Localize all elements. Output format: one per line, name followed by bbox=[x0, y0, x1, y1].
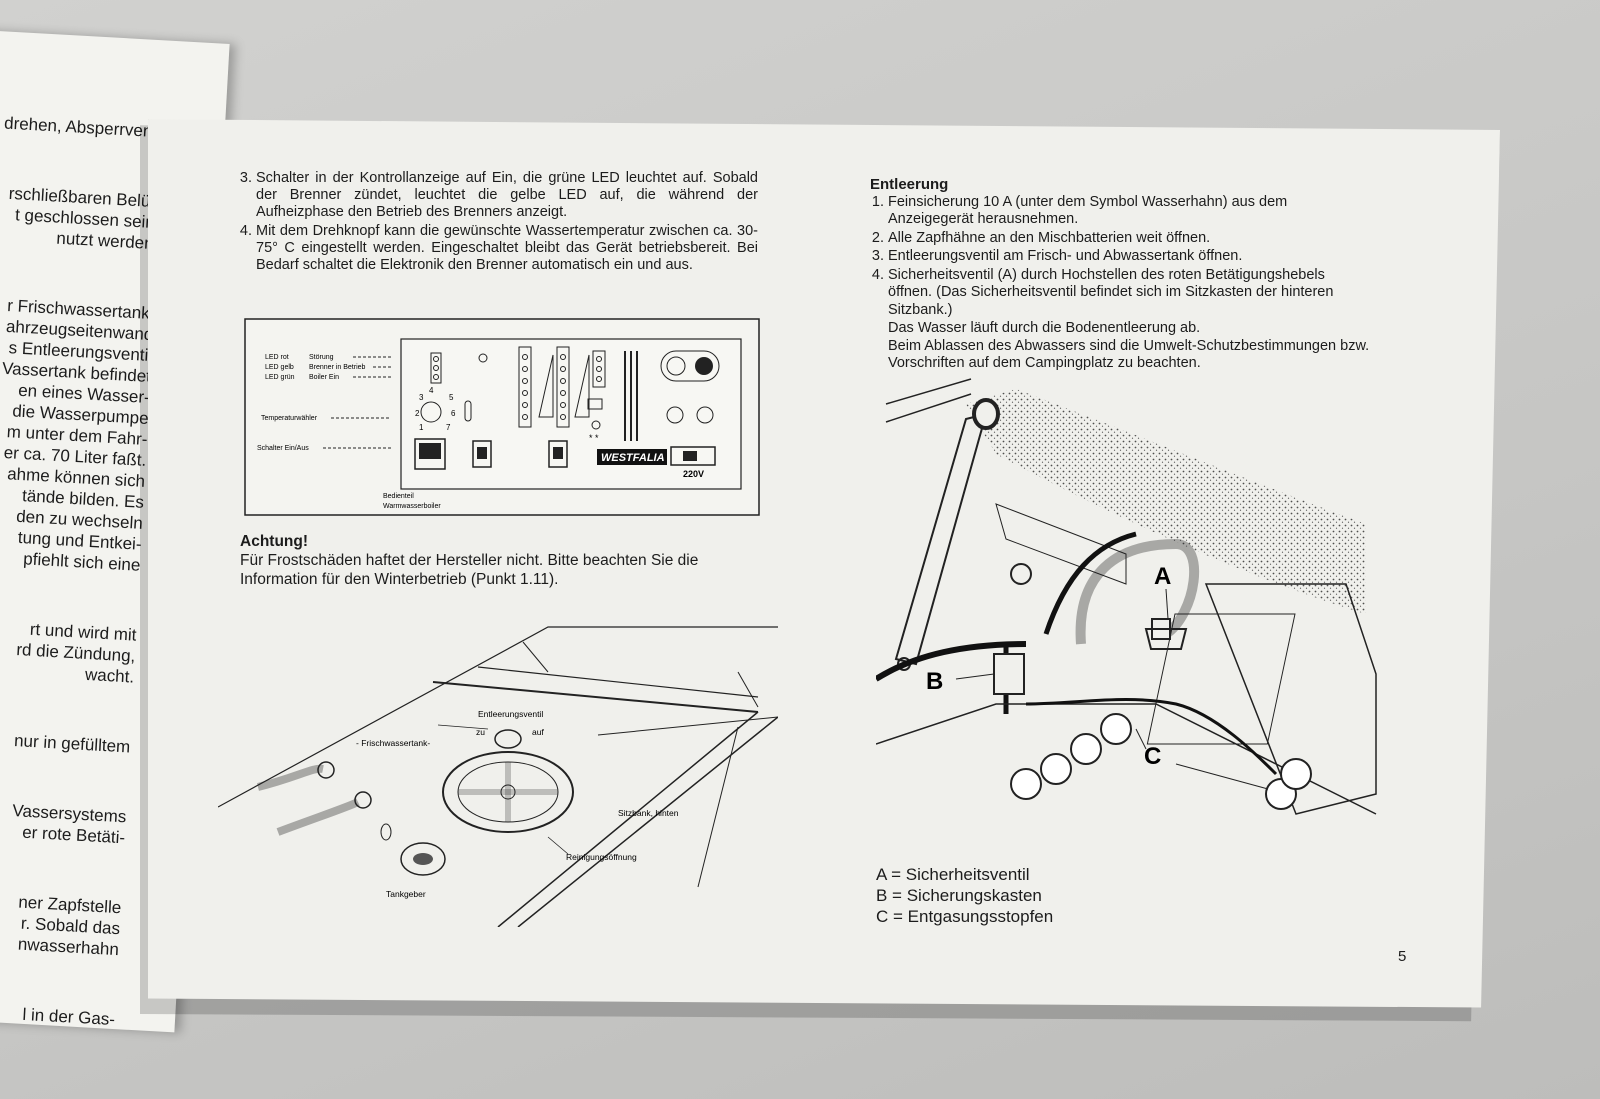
emptying-step-3: Entleerungsventil am Frisch- und Abwasse… bbox=[888, 248, 1370, 266]
label-boiler: Boiler Ein bbox=[309, 374, 339, 381]
dial-1: 1 bbox=[419, 423, 424, 432]
label-zu: zu bbox=[476, 727, 485, 737]
label-stoerung: Störung bbox=[309, 354, 334, 361]
fragment: ner Zapfstelle r. Sobald das nwasserhahn bbox=[17, 892, 122, 960]
instruction-3: Schalter in der Kontrollanzeige auf Ein,… bbox=[256, 170, 758, 221]
instructions: Schalter in der Kontrollanzeige auf Ein,… bbox=[238, 170, 758, 276]
label-reinigungsoeffnung: Reinigungsöffnung bbox=[566, 852, 637, 862]
dial-3: 3 bbox=[419, 393, 424, 402]
fragment: rt und wird mit rd die Zündung, wacht. bbox=[15, 619, 137, 687]
warning-title: Achtung! bbox=[240, 533, 309, 550]
dial-2: 2 bbox=[415, 409, 420, 418]
label-frischwassertank: - Frischwassertank- bbox=[356, 738, 430, 748]
instruction-4: Mit dem Drehknopf kann die gewünschte Wa… bbox=[256, 223, 758, 274]
emptying-note-1: Das Wasser läuft durch die Bodenentleeru… bbox=[888, 320, 1201, 336]
dial-4: 4 bbox=[429, 386, 434, 395]
label-auf: auf bbox=[532, 727, 544, 737]
label-sitzbank: Sitzbank, hinten bbox=[618, 808, 679, 818]
dial-5: 5 bbox=[449, 393, 454, 402]
fragment: r Frischwassertank. ahrzeugseitenwand s … bbox=[1, 295, 155, 575]
label-led-rot: LED rot bbox=[265, 354, 289, 361]
label-entleerungsventil: Entleerungsventil bbox=[478, 709, 543, 719]
westfalia-logo: WESTFALIA bbox=[601, 452, 665, 464]
label-tankgeber: Tankgeber bbox=[386, 889, 426, 899]
fresh-water-tank-figure: Entleerungsventil zu auf - Frischwassert… bbox=[218, 626, 778, 927]
label-temperaturwaehler: Temperaturwähler bbox=[261, 415, 318, 422]
dial-6: 6 bbox=[451, 409, 456, 418]
emptying-note-2: Beim Ablassen des Abwassers sind die Umw… bbox=[888, 337, 1370, 372]
label-bedienteil: Bedienteil bbox=[383, 493, 414, 500]
legend-c: C = Entgasungsstopfen bbox=[876, 907, 1054, 926]
fragment: nur in gefülltem bbox=[13, 731, 131, 757]
dial-7: 7 bbox=[446, 423, 451, 432]
warning-text: Für Frostschäden haftet der Hersteller n… bbox=[240, 552, 699, 588]
label-c: C bbox=[1144, 743, 1161, 770]
label-220v: 220V bbox=[683, 469, 704, 479]
label-brenner: Brenner in Betrieb bbox=[309, 364, 366, 371]
label-a: A bbox=[1154, 563, 1171, 590]
label-led-gruen: LED grün bbox=[265, 374, 295, 381]
label-schalter: Schalter Ein/Aus bbox=[257, 445, 309, 452]
emptying-title: Entleerung bbox=[870, 176, 949, 193]
fragment: Vassersystems er rote Betäti- bbox=[11, 801, 127, 848]
label-led-gelb: LED gelb bbox=[265, 364, 294, 371]
legend-b: B = Sicherungskasten bbox=[876, 886, 1042, 905]
figure-legend: A = Sicherheitsventil B = Sicherungskast… bbox=[876, 864, 1053, 927]
emptying-step-2: Alle Zapfhähne an den Mischbatterien wei… bbox=[888, 230, 1370, 248]
legend-a: A = Sicherheitsventil bbox=[876, 865, 1030, 884]
fragment: rschließbaren Belüf- t geschlossen sein.… bbox=[8, 183, 162, 254]
svg-text:* *: * * bbox=[589, 433, 599, 443]
emptying-step-4: Sicherheitsventil (A) durch Hochstellen … bbox=[888, 267, 1370, 320]
emptying-section: Entleerung Feinsicherung 10 A (unter dem… bbox=[870, 176, 1370, 373]
page-number: 5 bbox=[1398, 948, 1407, 965]
manual-page: Schalter in der Kontrollanzeige auf Ein,… bbox=[148, 119, 1500, 1008]
label-warmwasserboiler: Warmwasserboiler bbox=[383, 503, 441, 510]
label-b: B bbox=[926, 668, 943, 695]
control-panel-figure: LED rot Störung LED gelb Brenner in Betr… bbox=[244, 318, 760, 516]
safety-valve-figure: A B C bbox=[876, 378, 1377, 815]
emptying-step-1: Feinsicherung 10 A (unter dem Symbol Was… bbox=[888, 194, 1370, 229]
warning-block: Achtung! Für Frostschäden haftet der Her… bbox=[240, 532, 770, 589]
